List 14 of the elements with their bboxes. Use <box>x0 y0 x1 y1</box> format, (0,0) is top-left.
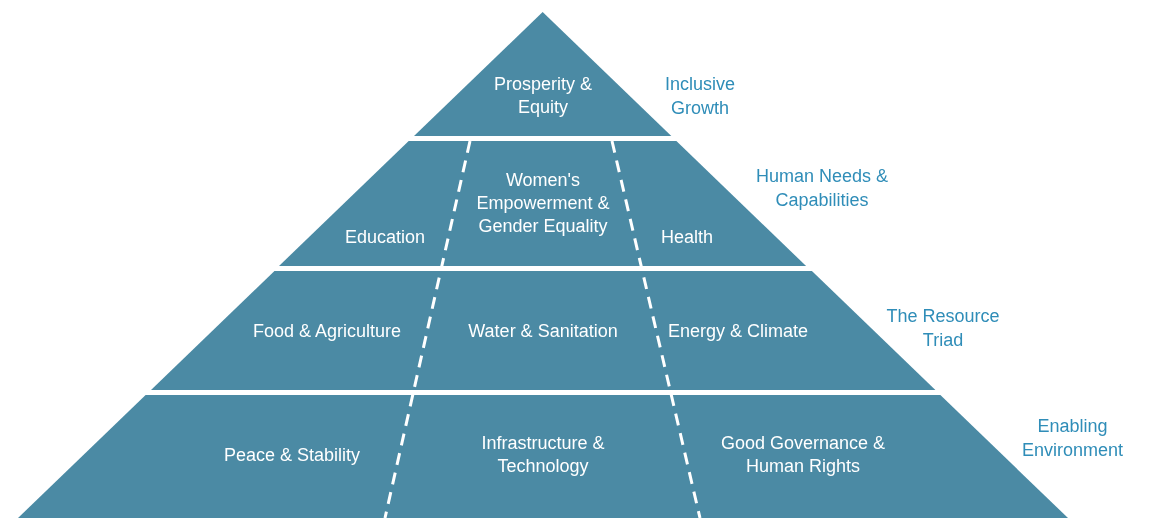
category-label: Prosperity & Equity <box>473 73 613 119</box>
category-label: Infrastructure & Technology <box>443 432 643 478</box>
tier-heading: The Resource Triad <box>885 305 1001 352</box>
category-label: Good Governance & Human Rights <box>693 432 913 478</box>
category-label: Food & Agriculture <box>247 319 407 343</box>
category-label: Health <box>637 225 737 249</box>
tier-heading: Human Needs & Capabilities <box>754 165 889 212</box>
category-label: Peace & Stability <box>212 443 372 467</box>
category-label: Education <box>325 225 445 249</box>
category-label: Women's Empowerment & Gender Equality <box>468 168 618 238</box>
tier-heading: Inclusive Growth <box>663 73 736 120</box>
category-label: Water & Sanitation <box>468 319 618 343</box>
category-label: Energy & Climate <box>663 319 813 343</box>
tier-heading: Enabling Environment <box>1020 415 1125 462</box>
